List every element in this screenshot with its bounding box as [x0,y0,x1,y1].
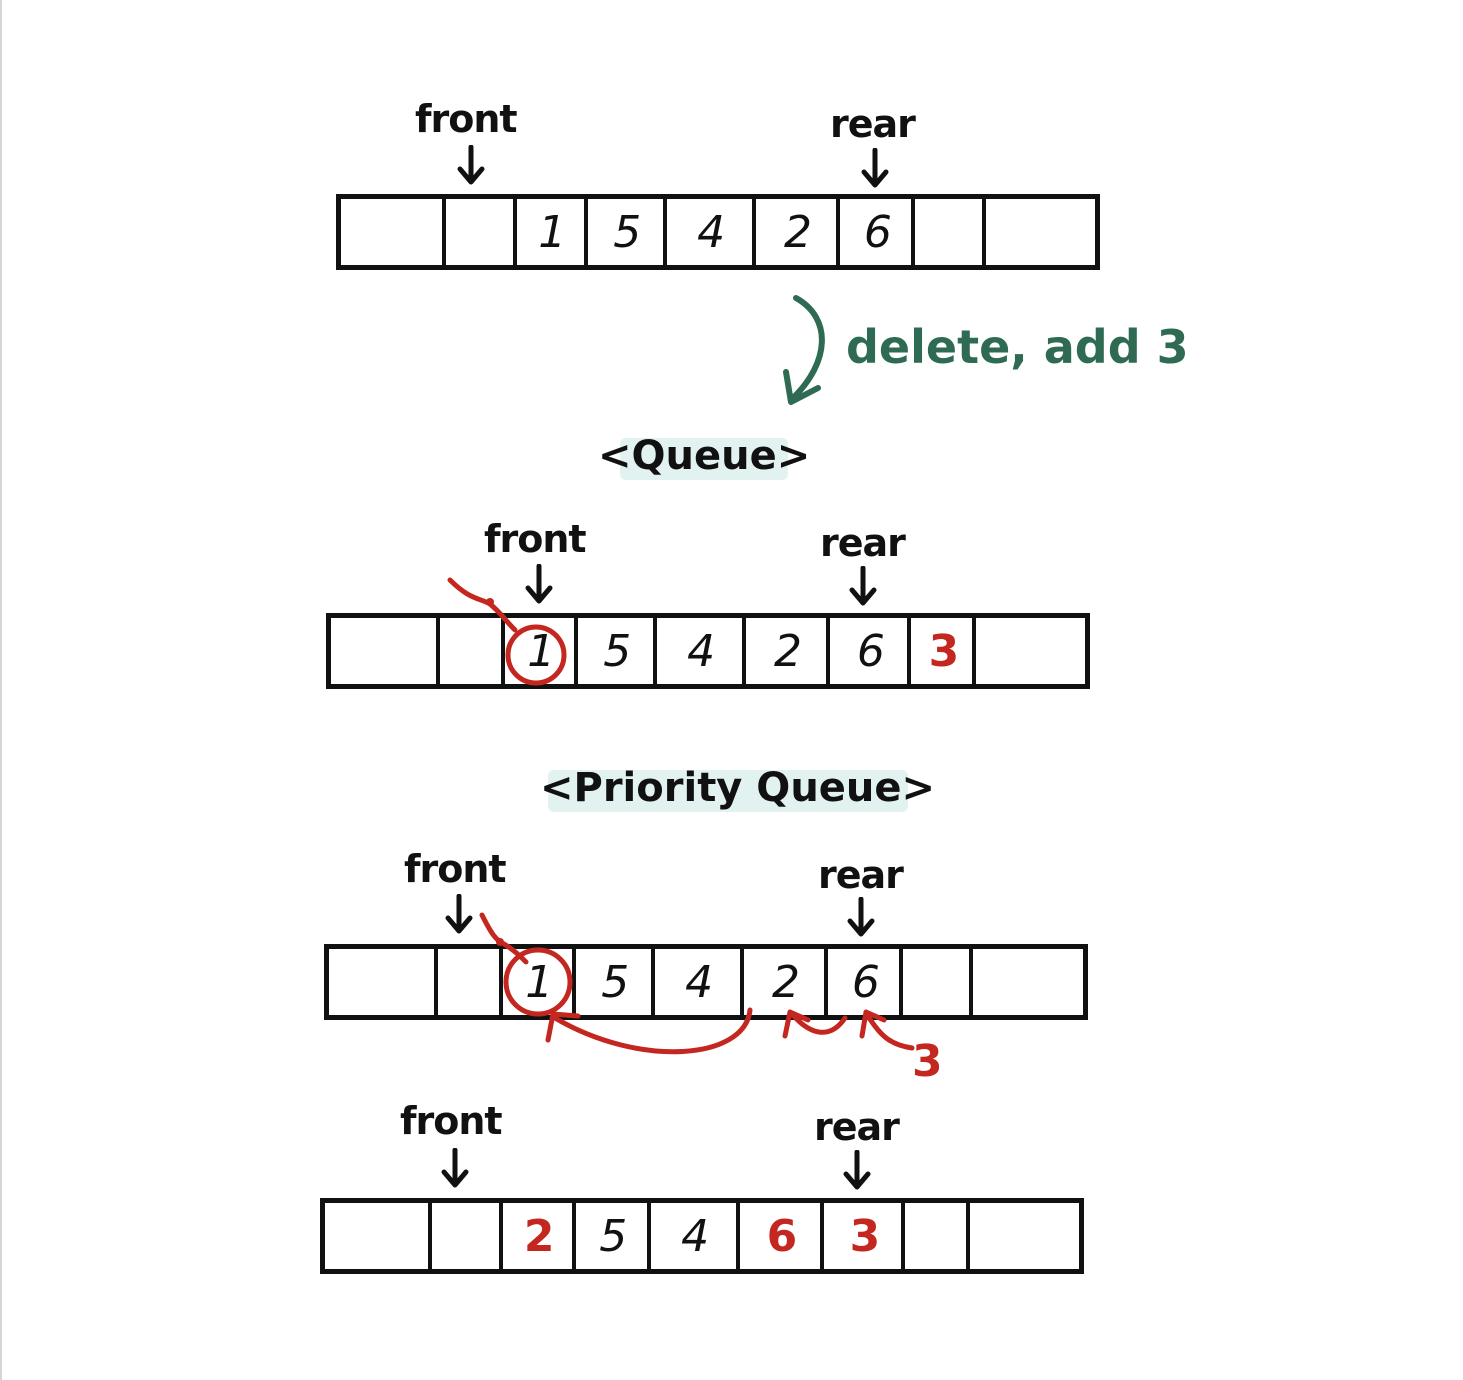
array-cell: 1 [512,199,588,265]
cell-value: 1 [538,207,567,258]
rear-arrow-icon-1 [861,148,889,188]
priority-queue-array-before: 1 5 4 2 6 [324,944,1088,1020]
array-cell: 2 [741,618,831,684]
array-cell: 1 [498,949,576,1015]
cell-value: 4 [697,207,726,258]
array-cell: 3 [820,1203,905,1269]
front-label-4: front [400,1099,503,1143]
array-cell: 5 [571,949,655,1015]
array-cell: 6 [836,199,915,265]
array-cell: 6 [824,949,903,1015]
array-cell [427,1203,503,1269]
array-cell [982,199,1099,265]
cell-value: 5 [603,626,632,677]
array-cell: 1 [500,618,578,684]
array-cell [901,1203,970,1269]
array-cell [966,1203,1083,1269]
rear-label-2: rear [820,521,906,565]
array-cell: 3 [907,618,976,684]
rear-label-1: rear [830,102,916,146]
array-cell: 2 [751,199,841,265]
cell-value: 6 [863,207,892,258]
cell-value: 5 [599,1211,628,1262]
array-cell [331,618,436,684]
cell-value: 6 [856,626,885,677]
rear-arrow-icon-3 [847,897,875,937]
front-arrow-icon-4 [441,1148,469,1188]
array-cell: 4 [662,199,756,265]
array-cell: 4 [646,1203,740,1269]
array-cell [341,199,442,265]
array-cell: 2 [739,949,829,1015]
queue-title-highlight [620,438,788,480]
front-arrow-icon-3 [445,894,473,934]
array-cell [899,949,972,1015]
cell-value: 6 [766,1211,798,1262]
queue-title: <Queue> [598,433,811,479]
array-cell: 6 [735,1203,825,1269]
cell-value: 6 [851,957,880,1008]
rear-arrow-icon-4 [843,1150,871,1190]
front-label-3: front [404,847,507,891]
front-label-2: front [484,517,587,561]
array-cell: 5 [571,1203,651,1269]
array-cell: 2 [498,1203,576,1269]
array-cell [911,199,986,265]
array-cell [972,618,1089,684]
array-cell: 5 [573,618,657,684]
cell-value: 4 [681,1211,710,1262]
cell-value: 5 [613,207,642,258]
cell-value: 5 [601,957,630,1008]
rear-arrow-icon-2 [849,566,877,606]
array-cell: 4 [652,618,746,684]
cell-value: 2 [773,626,802,677]
array-cell [441,199,517,265]
front-arrow-icon-2 [525,564,553,604]
front-label-1: front [415,97,518,141]
queue-array-initial: 1 5 4 2 6 [336,194,1100,270]
priority-queue-title-highlight [548,770,908,812]
queue-array: 1 5 4 2 6 3 [326,613,1090,689]
cell-value: 1 [525,957,554,1008]
transition-annotation: delete, add 3 [846,320,1189,374]
array-cell: 4 [650,949,744,1015]
incoming-value-label: 3 [912,1036,943,1087]
left-border-line [0,0,2,1380]
cell-value: 3 [849,1211,881,1262]
rear-label-4: rear [814,1105,900,1149]
cell-value: 2 [523,1211,555,1262]
array-cell [433,949,503,1015]
array-cell [329,949,434,1015]
cell-value: 4 [685,957,714,1008]
priority-queue-title: <Priority Queue> [540,765,936,811]
array-cell: 5 [583,199,667,265]
cell-value: 2 [783,207,812,258]
cell-value: 2 [771,957,800,1008]
array-cell [325,1203,428,1269]
cell-value: 4 [687,626,716,677]
array-cell [435,618,505,684]
array-cell: 6 [826,618,911,684]
rear-label-3: rear [818,853,904,897]
array-cell [968,949,1087,1015]
priority-queue-array-after: 2 5 4 6 3 [320,1198,1084,1274]
cell-value: 1 [527,626,556,677]
cell-value: 3 [928,626,960,677]
front-arrow-icon-1 [457,145,485,185]
